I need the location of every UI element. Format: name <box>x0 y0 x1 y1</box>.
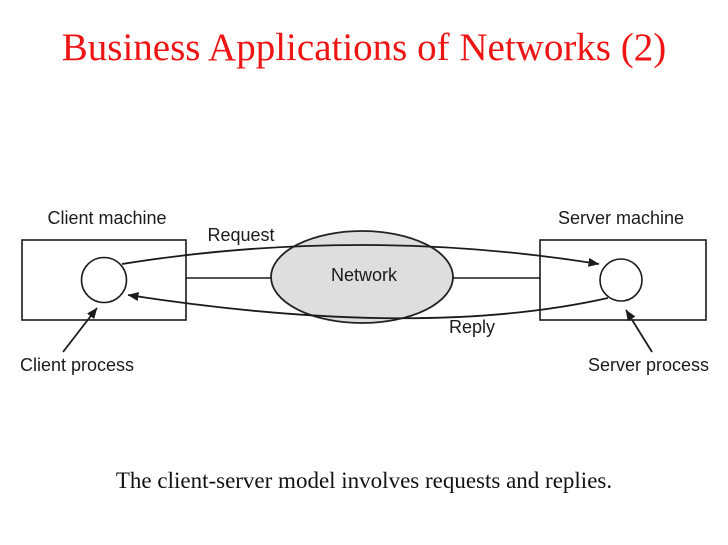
client-machine-label: Client machine <box>47 208 166 228</box>
network-ellipse <box>270 230 454 324</box>
client-process-label: Client process <box>20 355 134 375</box>
request-label: Request <box>207 225 274 245</box>
request-arrow <box>121 244 600 267</box>
server-process-label: Server process <box>588 355 709 375</box>
slide-title: Business Applications of Networks (2) <box>61 26 667 69</box>
server-process-circle <box>599 258 643 302</box>
client-process-pointer-arrow <box>62 307 98 353</box>
reply-label: Reply <box>449 317 495 337</box>
server-machine-label: Server machine <box>558 208 684 228</box>
slide-caption: The client-server model involves request… <box>115 468 613 493</box>
client-process-circle <box>80 256 128 304</box>
network-label: Network <box>331 265 398 285</box>
reply-arrow <box>127 292 609 320</box>
server-process-pointer-arrow <box>625 309 653 353</box>
